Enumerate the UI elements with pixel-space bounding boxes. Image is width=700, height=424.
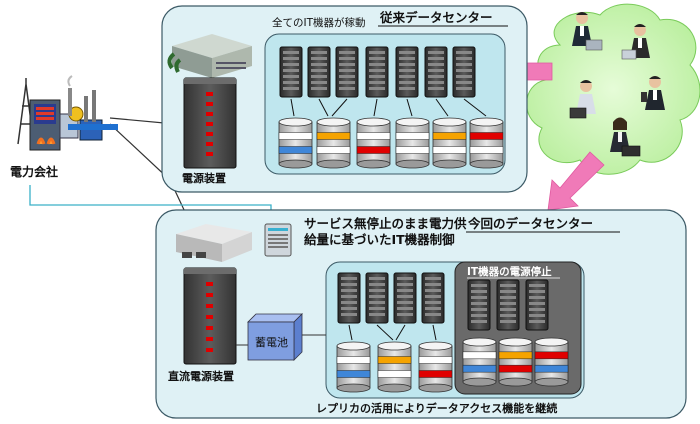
server-rack-icon <box>337 272 361 324</box>
building-icon <box>176 224 252 262</box>
new-disk-group <box>336 341 453 393</box>
it-power-stop-label: IT機器の電源停止 <box>467 265 552 278</box>
server-rack-icon <box>421 272 445 324</box>
disk-stack-icon <box>418 341 453 393</box>
request-arrow-new <box>547 151 605 211</box>
server-rack-icon <box>424 46 448 98</box>
disk-stack-icon <box>336 341 371 393</box>
server-rack-icon <box>365 272 389 324</box>
new-dc-title: 今回のデータセンター <box>467 216 593 231</box>
user-laptop-icon <box>621 24 650 60</box>
disk-stack-icon <box>534 337 569 387</box>
user-laptop-icon <box>569 80 596 119</box>
old-rack-to-disk-arrows <box>290 98 487 117</box>
service-text-line2: 給量に基づいたIT機器制御 <box>304 232 455 247</box>
server-rack-icon <box>335 46 359 98</box>
disk-stack-icon <box>316 117 351 169</box>
cloud-icon <box>526 3 700 175</box>
battery-label: 蓄電池 <box>255 336 288 349</box>
disk-stack-icon <box>432 117 467 169</box>
disk-stack-icon <box>469 117 504 169</box>
power-unit-icon <box>183 77 237 169</box>
battery-icon <box>247 313 303 361</box>
dc-power-unit-label: 直流電源装置 <box>168 369 234 383</box>
customer-cloud <box>526 3 700 175</box>
old-disk-group <box>278 117 504 169</box>
server-rack-icon <box>525 279 549 331</box>
server-rack-icon <box>393 272 417 324</box>
stopped-disk-group <box>462 337 569 387</box>
server-rack-icon <box>395 46 419 98</box>
disk-stack-icon <box>498 337 533 387</box>
old-dc-title: 従来データセンター <box>379 10 493 25</box>
power-company-label: 電力会社 <box>10 164 58 179</box>
disk-stack-icon <box>395 117 430 169</box>
replica-label: レプリカの活用によりデータアクセス機能を継続 <box>316 401 557 415</box>
user-laptop-icon <box>610 117 641 157</box>
power-unit-icon <box>183 267 237 365</box>
user-laptop-icon <box>641 76 665 110</box>
user-laptop-icon <box>572 12 603 51</box>
server-rack-icon <box>452 46 476 98</box>
building-icon <box>167 34 252 78</box>
server-rack-icon <box>307 46 331 98</box>
server-rack-icon <box>496 279 520 331</box>
server-rack-icon <box>279 46 303 98</box>
all-it-running-label: 全てのIT機器が稼動 <box>272 16 366 29</box>
server-rack-icon <box>467 279 491 331</box>
service-text-line1: サービス無停止のまま電力供 <box>304 216 467 231</box>
factory-icon <box>17 75 118 151</box>
disk-stack-icon <box>462 337 497 387</box>
disk-stack-icon <box>356 117 391 169</box>
server-rack-icon <box>365 46 389 98</box>
disk-stack-icon <box>278 117 313 169</box>
server-rack-icon <box>264 223 292 257</box>
disk-stack-icon <box>377 341 412 393</box>
power-unit-label: 電源装置 <box>182 171 226 185</box>
new-rack-to-disk-arrows <box>348 324 437 341</box>
old-rack-group <box>279 46 476 98</box>
stopped-rack-group <box>467 279 549 331</box>
